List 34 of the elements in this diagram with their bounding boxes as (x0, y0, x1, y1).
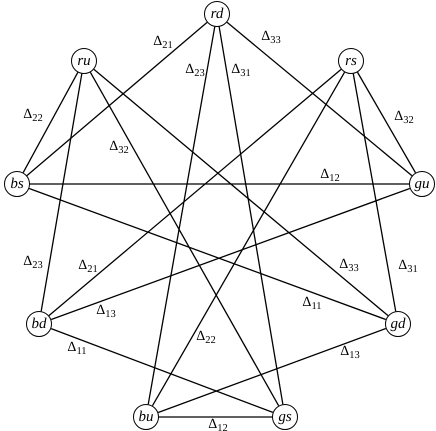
connector-line (218, 26, 284, 404)
edge-label: Δ$_{12}$ (208, 418, 228, 431)
connector-line (26, 22, 208, 176)
edge-label: Δ$_{23}$ (23, 255, 43, 269)
connector-line (226, 22, 412, 176)
edge-label: Δ$_{22}$ (23, 108, 43, 122)
connector-line (159, 416, 272, 418)
edge-label: Δ$_{13}$ (340, 345, 360, 359)
edge-label: Δ$_{23}$ (185, 63, 205, 77)
edge-label: Δ$_{13}$ (96, 304, 116, 318)
edge-label: Δ$_{21}$ (78, 259, 98, 273)
connector-line (22, 72, 78, 173)
connector-line (148, 26, 216, 404)
connector-line (40, 74, 82, 312)
edge-label: Δ$_{33}$ (261, 30, 281, 44)
edge-label: Δ$_{11}$ (302, 296, 322, 310)
connector-line (48, 68, 342, 316)
edge-label: Δ$_{21}$ (153, 35, 173, 49)
connector-line (158, 328, 386, 414)
connector-line (356, 72, 416, 174)
edge-label: Δ$_{22}$ (196, 330, 216, 344)
edge-label: Δ$_{31}$ (231, 63, 251, 77)
connector-line (30, 183, 409, 185)
edge-label: Δ$_{11}$ (67, 341, 87, 355)
connector-line (94, 68, 388, 316)
edge-label: Δ$_{33}$ (339, 258, 359, 272)
edge-label: Δ$_{32}$ (109, 140, 129, 154)
connector-line (50, 328, 274, 414)
edge-label: Δ$_{31}$ (398, 259, 418, 273)
connector-line (90, 72, 280, 406)
edge-label: Δ$_{32}$ (394, 110, 414, 124)
connector-line (352, 74, 396, 312)
edge-label: Δ$_{12}$ (320, 168, 340, 182)
connector-line (152, 72, 346, 406)
